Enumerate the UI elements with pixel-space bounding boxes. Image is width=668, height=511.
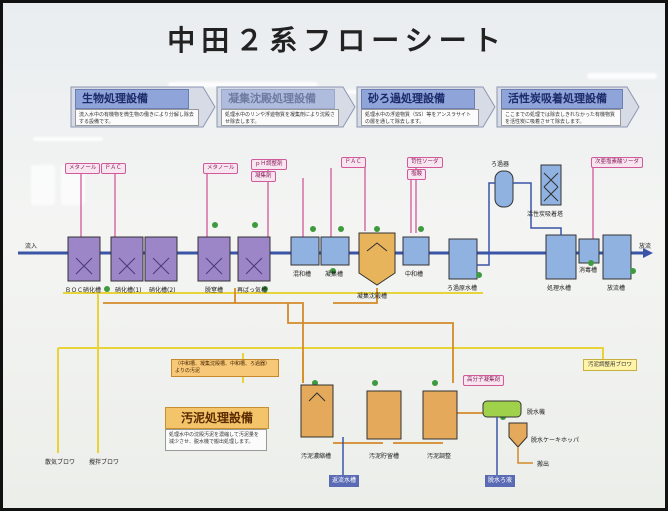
section-header-biological: 生物処理設備 (75, 89, 189, 109)
outflow-tank (602, 234, 632, 280)
bio-tanks (67, 236, 271, 282)
neutralization-tank-label: 中和槽 (405, 271, 424, 278)
aeration-blower-label: 散気ブロワ (45, 459, 76, 466)
chemical-tag-pac: ＰＡＣ (101, 163, 126, 174)
chemical-tag-caustic-soda: 苛性ソーダ (407, 157, 443, 168)
sludge-source-tag: （中和槽、凝集沈殿槽、中和槽、ろ過器）よりの汚泥 (171, 359, 279, 377)
treated-water-tank-label: 処理水槽 (547, 285, 572, 292)
agitator-marks (75, 257, 263, 275)
nitrification-tank-1 (110, 236, 144, 282)
sand-filter-vessel (494, 170, 514, 208)
sludge-conditioning-blower-tag: 汚泥調整用ブロワ (583, 359, 638, 371)
stirring-blower-label: 攪拌ブロワ (89, 459, 120, 466)
chemical-tag-coagulant: 凝集剤 (251, 171, 276, 182)
settling-tank-cone (366, 242, 388, 252)
sludge-storage-tank (366, 390, 402, 440)
section-header-coagulation: 凝集沈殿処理設備 (221, 89, 335, 109)
sand-filter-label: ろ過器 (491, 161, 510, 168)
carbon-adsorption-tower (540, 164, 562, 206)
dewatering-machine-label: 脱水機 (527, 409, 546, 416)
carbon-tower-label: 活性炭吸着塔 (527, 211, 564, 218)
thickener-rake (308, 392, 326, 402)
chemical-tag-hydrochloric-acid: 塩酸 (407, 169, 427, 180)
flocculation-tank-label: 凝集槽 (325, 271, 344, 278)
treated-water-tank (545, 234, 577, 280)
nitrification-tank-2 (144, 236, 178, 282)
section-desc-biological: 流入水中の有機物を微生物の働きにより分解し除去する設備です。 (75, 109, 199, 126)
outflow-label: 放流 (639, 243, 652, 250)
inflow-label: 流入 (25, 243, 38, 250)
nitrification-tank-2-label: 硝化槽(2) (149, 287, 176, 294)
disinfection-tank-label: 消毒槽 (579, 267, 598, 274)
outflow-tank-label: 放流槽 (607, 285, 626, 292)
cake-hopper (508, 422, 528, 448)
sludge-lines (103, 288, 483, 444)
chemical-tag-hypochlorite: 次亜塩素酸ソーダ (591, 157, 644, 168)
ceiling-light-reflection (587, 73, 657, 79)
dewatering-machine (482, 400, 522, 418)
boc-tank (67, 236, 101, 282)
chemical-tag-methanol: メタノール (65, 163, 101, 174)
ceiling-light-reflection (168, 82, 318, 87)
disinfection-tank (578, 238, 600, 264)
sludge-conditioning-tank (422, 390, 458, 440)
denitrification-tank-label: 脱窒槽 (205, 287, 224, 294)
settling-tank (358, 232, 396, 286)
reaeration-tank (237, 236, 271, 282)
section-desc-activated-carbon: ここまでの処理では除去しきれなかった有機物質を活性炭に吸着させて除去します。 (501, 109, 621, 126)
filtrate-tank: 脱水ろ液 (485, 475, 515, 487)
denitrification-tank (197, 236, 231, 282)
carbon-fill-pattern (543, 172, 559, 202)
section-desc-coagulation: 処理水中のリンや浮遊物質を凝集剤により沈殿させ除去します。 (221, 109, 339, 126)
boc-tank-label: ＢＯＣ硝化槽 (65, 287, 102, 294)
section-desc-sludge: 処理水中の沈殿汚泥を濃縮して汚泥量を減少させ、脱水機で搬出処理します。 (165, 429, 267, 451)
filter-raw-water-tank (448, 238, 478, 280)
settling-tank-label: 凝集沈殿槽 (357, 293, 388, 300)
sludge-conditioning-label: 汚泥調整 (427, 453, 452, 460)
mixing-tank (290, 236, 320, 266)
chemical-tag-pac: ＰＡＣ (341, 157, 366, 168)
filter-pipe (477, 182, 562, 266)
disposal-label: 搬出 (537, 461, 550, 468)
page-title: 中田２系フローシート (167, 24, 507, 57)
polymer-coagulant-tag: 高分子凝集剤 (463, 375, 505, 386)
section-header-activated-carbon: 活性炭吸着処理設備 (501, 89, 623, 109)
section-header-sludge: 汚泥処理設備 (165, 407, 269, 429)
neutralization-tank (402, 236, 430, 266)
window-reflection (31, 165, 55, 205)
sludge-storage-label: 汚泥貯留槽 (369, 453, 400, 460)
sludge-thickener (300, 384, 334, 438)
return-water-tank: 返流水槽 (329, 475, 359, 487)
cake-hopper-label: 脱水ケーキホッパ (531, 437, 580, 444)
mixing-tank-label: 混和槽 (293, 271, 312, 278)
disposal-line (517, 447, 533, 464)
flocculation-tank (320, 236, 350, 266)
chemical-tag-methanol: メタノール (203, 163, 239, 174)
section-desc-sand-filter: 処理水中の浮遊物質（SS）等をアンスラサイトの層を通して除去します。 (361, 109, 479, 126)
ceiling-light-reflection (33, 137, 103, 141)
reaeration-tank-label: 再ばっ気槽 (237, 287, 268, 294)
chemical-tag-ph-adjuster: ｐＨ調整剤 (251, 159, 287, 170)
outflow-arrow (643, 248, 653, 258)
nitrification-tank-1-label: 硝化槽(1) (115, 287, 142, 294)
chemical-lines (80, 163, 594, 241)
filter-raw-water-tank-label: ろ過原水槽 (447, 285, 478, 292)
sludge-thickener-label: 汚泥濃縮槽 (301, 453, 332, 460)
section-header-sand-filter: 砂ろ過処理設備 (361, 89, 475, 109)
return-lines (342, 417, 498, 475)
